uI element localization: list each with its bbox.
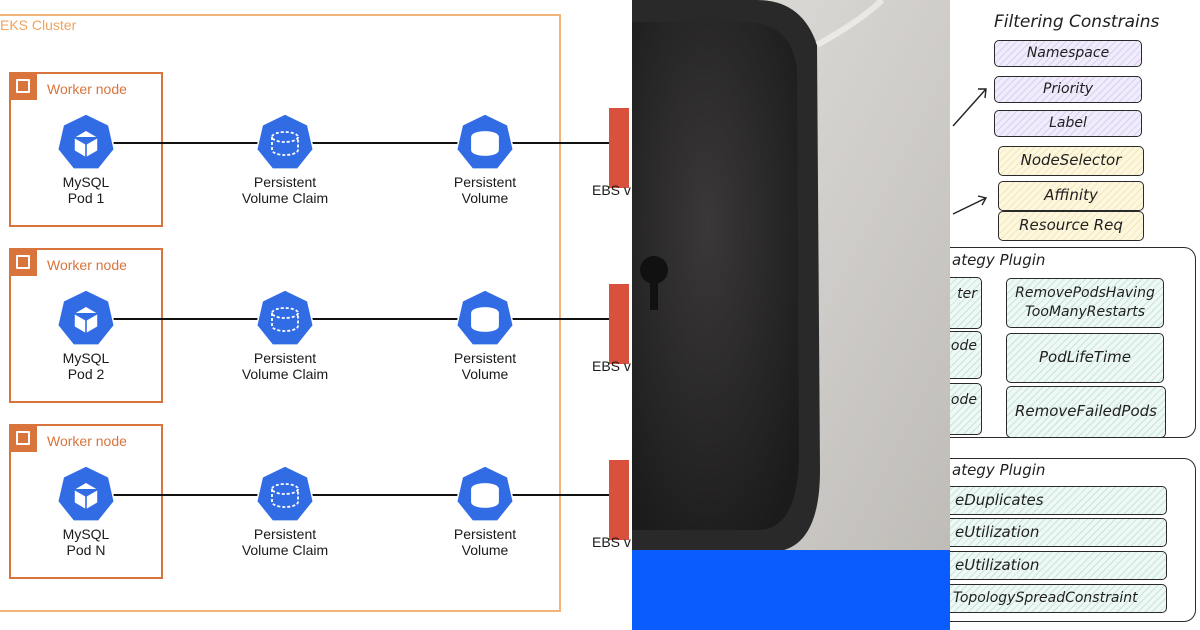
strategy-remove-failed-pods: RemoveFailedPods [1006,386,1166,438]
strategy-plugin-group-2 [950,458,1196,622]
constraint-namespace: Namespace [994,40,1142,67]
arrow-up-1-head [978,88,987,99]
ebs-caption: EBS v [592,534,631,550]
constraint-nodeselector: NodeSelector [998,146,1144,176]
strategy-item-utilization-2: eUtilization [950,551,1167,580]
pv-icon [455,113,515,170]
constraint-priority: Priority [994,76,1142,103]
worker-node-label: Worker node [47,257,127,273]
strategy-item-topology-spread: TopologySpreadConstraint [950,584,1167,613]
worker-node-label: Worker node [47,81,127,97]
filtering-constrains-title: Filtering Constrains [994,12,1160,32]
pvc-icon [255,113,315,170]
sketch-panel: Filtering Constrains Namespace Priority … [950,0,1200,630]
strategy-plugin-1-title: ategy Plugin [952,251,1046,269]
eks-cluster-boundary [0,14,561,612]
arrow-up-2 [952,197,987,215]
constraint-resource-req: Resource Req [998,211,1144,241]
pvc-icon [255,289,315,346]
door-knob [640,256,668,284]
constraint-affinity: Affinity [998,181,1144,211]
strategy-item-duplicates: eDuplicates [950,486,1167,515]
worker-node-label: Worker node [47,433,127,449]
row-graphics [56,289,610,346]
photo-panel [632,0,950,630]
strategy-item-utilization-1: eUtilization [950,518,1167,547]
pv-icon [455,465,515,522]
pod-icon [56,289,116,346]
light-reflection [815,0,885,48]
door-window [632,22,799,530]
photo-illustration [632,0,950,630]
constraint-label: Label [994,110,1142,137]
pod-icon [56,113,116,170]
ebs-caption: EBS v [592,182,631,198]
row-graphics [56,465,610,522]
pv-icon [455,289,515,346]
eks-cluster-label: EKS Cluster [0,17,77,33]
row-graphics [56,113,610,170]
ebs-caption: EBS v [592,358,631,374]
worker-node-box [9,72,163,227]
worker-node-box [9,248,163,403]
worker-node-icon [9,248,37,276]
strategy-pod-life-time: PodLifeTime [1006,333,1164,383]
worker-node-box [9,424,163,579]
pvc-icon [255,465,315,522]
blue-banner [632,550,950,630]
door-knob-stem [650,280,658,310]
worker-node-icon [9,424,37,452]
arrow-up-2-head [977,195,988,206]
partial-box-1: ter [950,277,982,329]
ebs-volume-icon [609,108,629,188]
sketch-arrows [952,88,988,215]
partial-box-2: ode [950,331,982,379]
partial-box-3: ode [950,383,982,435]
arrow-up-1 [952,88,987,127]
ebs-volume-icon [609,460,629,540]
pod-icon [56,465,116,522]
strategy-remove-pods-too-many-restarts: RemovePodsHaving TooManyRestarts [1006,278,1164,328]
worker-node-icon [9,72,37,100]
ebs-volume-icon [609,284,629,364]
strategy-plugin-2-title: ategy Plugin [952,461,1046,479]
